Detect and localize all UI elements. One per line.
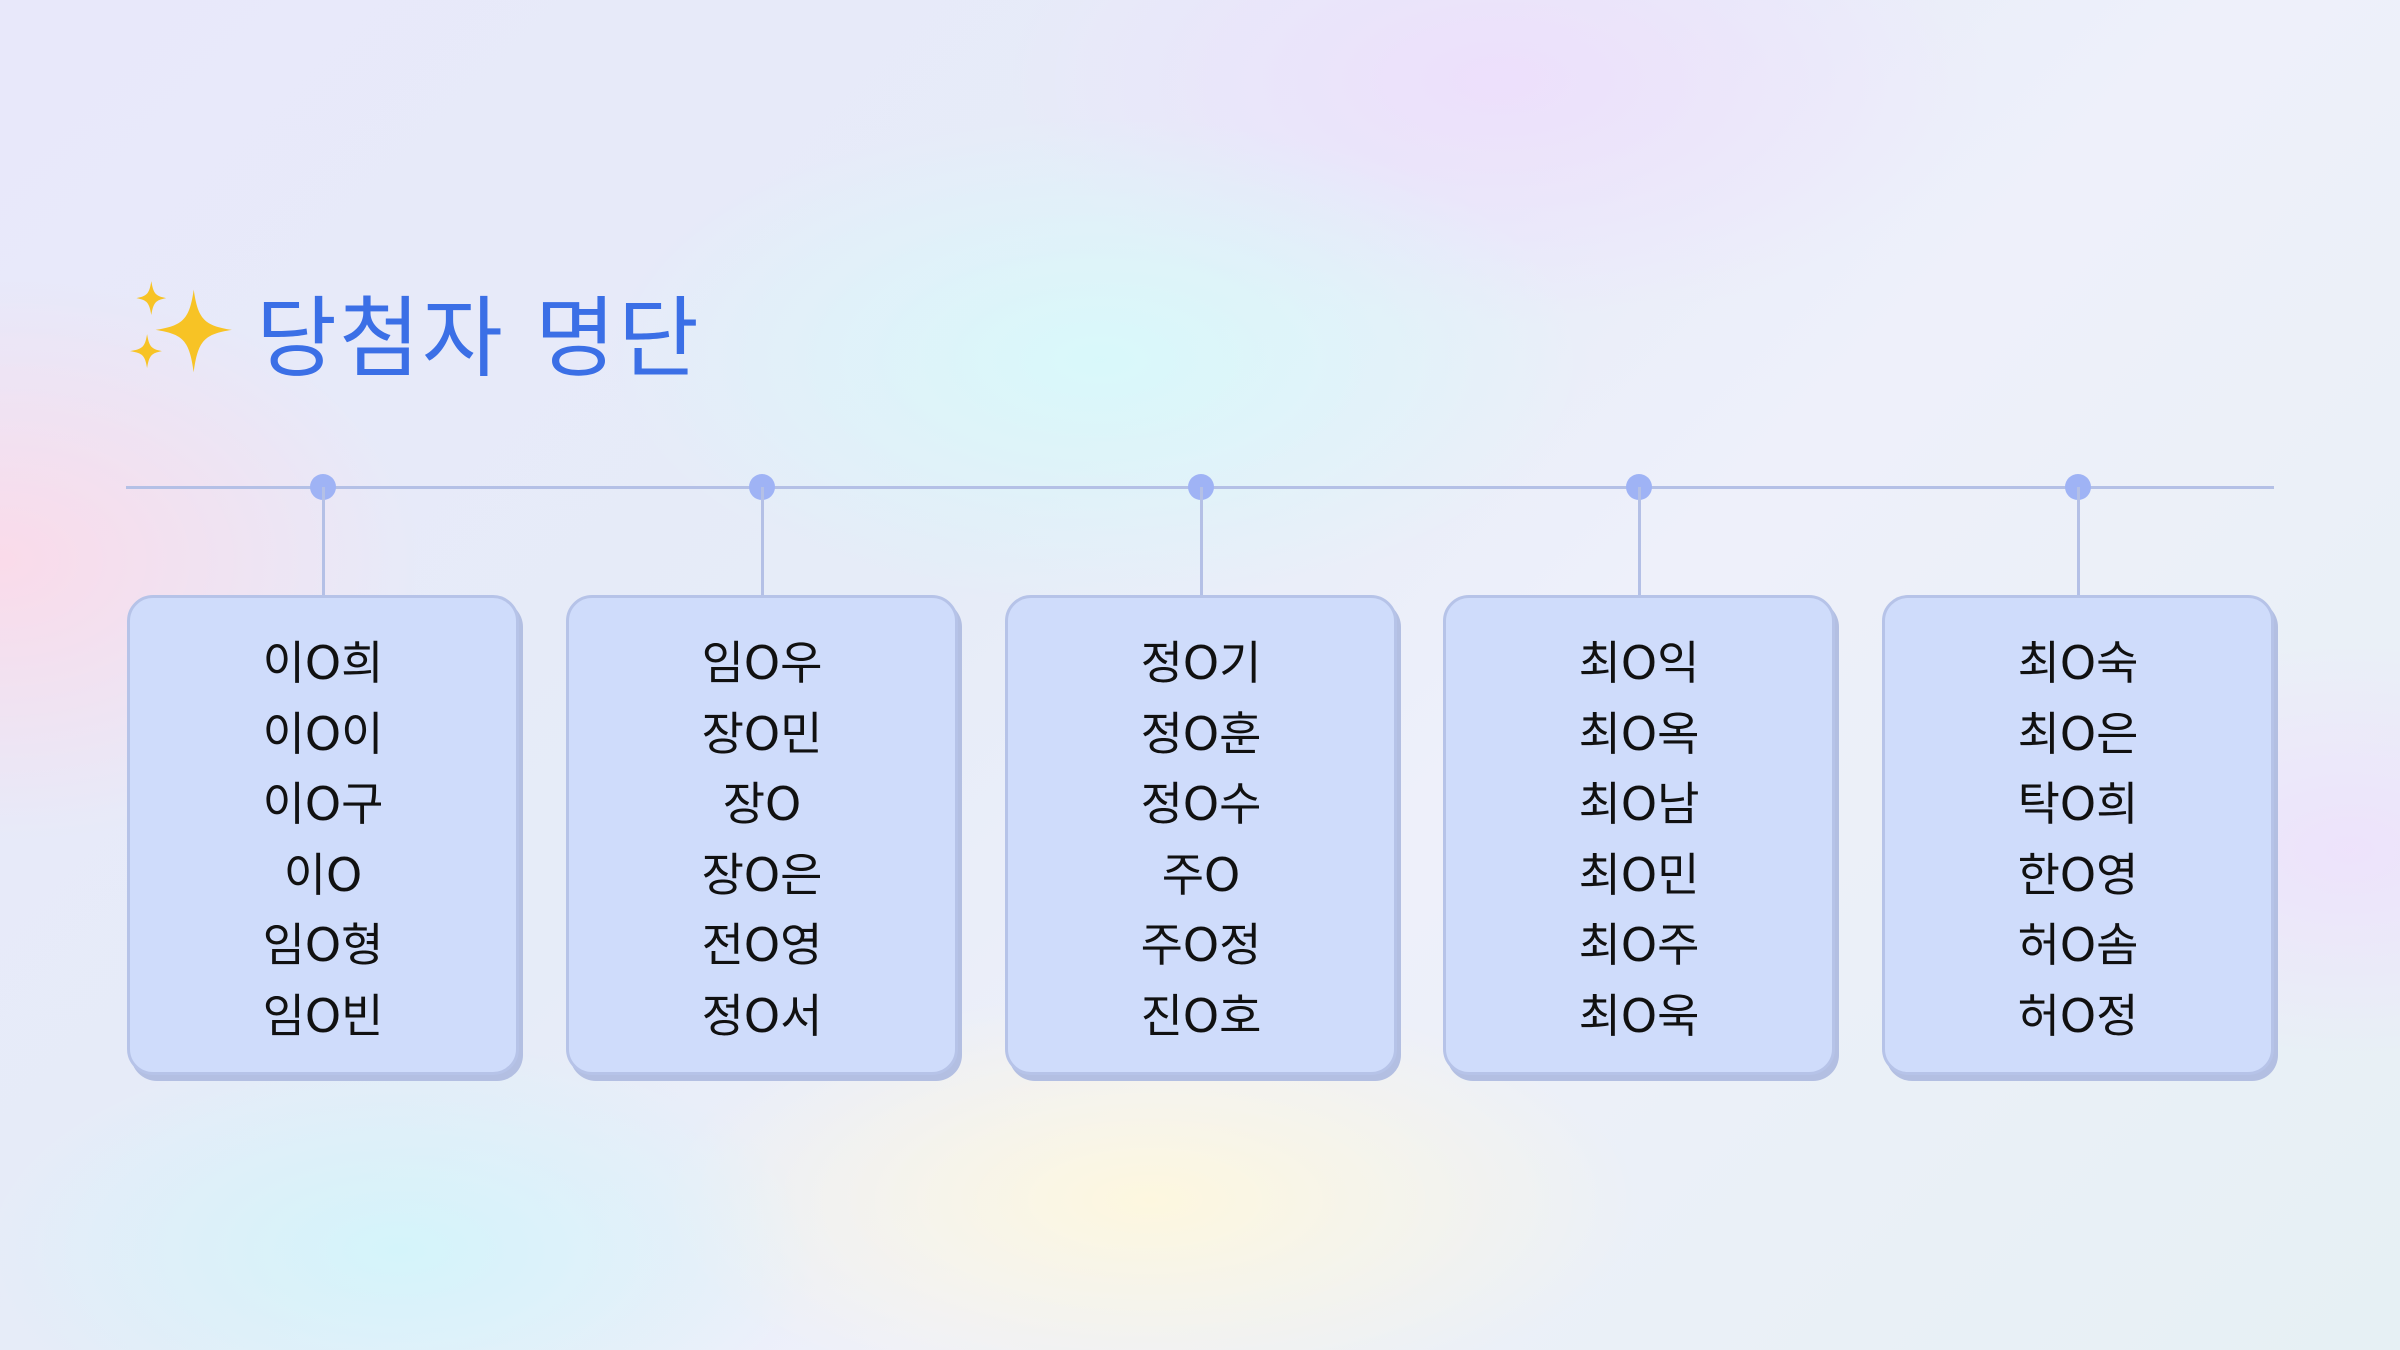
winner-name: 장O은 <box>701 847 823 902</box>
winner-name: 이O <box>283 847 363 902</box>
winner-name: 최O민 <box>1578 847 1700 902</box>
winner-name: 진O호 <box>1140 988 1262 1043</box>
winner-name: 주O <box>1161 847 1241 902</box>
page-title: 당첨자 명단 <box>128 268 701 395</box>
winner-name: 최O익 <box>1578 636 1700 690</box>
timeline-connector <box>1200 487 1203 595</box>
timeline-connector <box>1638 487 1641 595</box>
sparkles-icon <box>130 280 232 372</box>
winner-name: 이O이 <box>262 706 384 761</box>
winner-name: 최O주 <box>1578 918 1700 972</box>
winner-name: 정O수 <box>1140 777 1262 831</box>
title-text: 당첨자 명단 <box>256 287 701 390</box>
winner-name: 최O남 <box>1578 777 1700 831</box>
winner-name: 정O훈 <box>1140 706 1262 761</box>
winner-name: 허O솜 <box>2017 918 2139 972</box>
winner-name: 최O옥 <box>1578 706 1700 761</box>
winner-name: 최O욱 <box>1578 988 1700 1043</box>
winner-name: 전O영 <box>701 918 823 972</box>
winner-name: 허O정 <box>2017 988 2139 1043</box>
winner-name: 이O구 <box>262 777 384 831</box>
winner-name: 임O형 <box>262 918 384 972</box>
winner-name: 정O서 <box>701 988 823 1043</box>
winner-name: 이O희 <box>262 636 384 690</box>
winner-name: 최O숙 <box>2017 636 2139 690</box>
winner-name: 주O정 <box>1140 918 1262 972</box>
winner-name: 장O <box>722 777 802 831</box>
winner-name: 한O영 <box>2017 847 2139 902</box>
winner-name: 임O우 <box>701 636 823 690</box>
winner-name: 임O빈 <box>262 988 384 1043</box>
timeline-connector <box>2077 487 2080 595</box>
winner-name: 최O은 <box>2017 706 2139 761</box>
winner-name: 정O기 <box>1140 636 1262 690</box>
timeline-connector <box>322 487 325 595</box>
timeline-connector <box>761 487 764 595</box>
winner-name: 탁O희 <box>2017 777 2139 831</box>
winner-name: 장O민 <box>701 706 823 761</box>
